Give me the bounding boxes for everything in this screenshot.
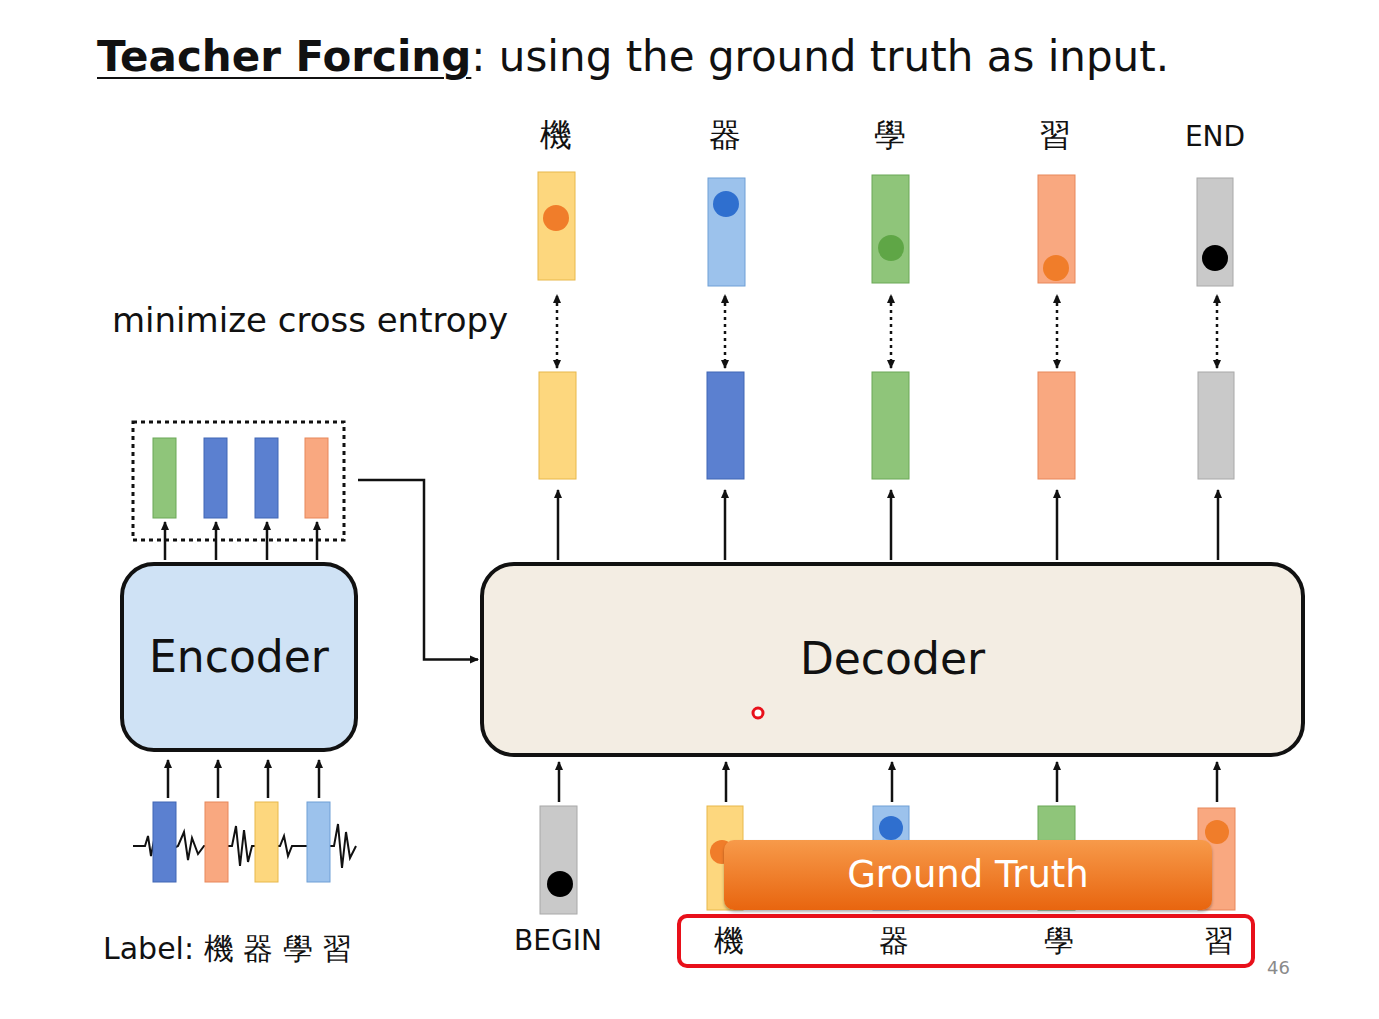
output-token: 機 xyxy=(540,118,572,153)
node-text: 機 xyxy=(714,924,744,957)
node-text: 器 xyxy=(879,924,909,957)
title: Teacher Forcing xyxy=(97,34,471,80)
decoder-outputs xyxy=(539,372,1234,479)
label-note: Label: 機 器 學 習 xyxy=(103,932,352,965)
encoder-output-arrows xyxy=(165,522,317,560)
loss-note: minimize cross entropy xyxy=(112,302,508,339)
title-rest: : using the ground truth as input. xyxy=(471,34,1169,80)
output-distributions xyxy=(538,172,1233,286)
decoder-input-arrows xyxy=(559,762,1217,802)
output-token: 習 xyxy=(1039,118,1071,153)
connector xyxy=(358,480,478,660)
output-token: 器 xyxy=(709,118,741,153)
cross-entropy-arrows xyxy=(557,296,1217,368)
node-text: Decoder xyxy=(800,635,985,683)
pointer-dot xyxy=(753,708,763,718)
page-number: 46 xyxy=(1267,958,1290,978)
node-text: Encoder xyxy=(149,633,329,681)
node-text: Ground Truth xyxy=(847,855,1089,896)
ground-truth-sequence: 機器學習 xyxy=(677,914,1255,968)
encoder-box: Encoder xyxy=(120,562,358,752)
ground-truth-band: Ground Truth xyxy=(724,840,1212,910)
output-token: 學 xyxy=(874,118,906,153)
encoder-outputs xyxy=(153,438,328,518)
node-text: 習 xyxy=(1204,924,1234,957)
decoder-output-arrows xyxy=(558,490,1218,560)
decoder-box: Decoder xyxy=(480,562,1305,757)
decoder-inputs xyxy=(540,806,1235,914)
encoder-input-arrows xyxy=(168,760,319,798)
encoder-inputs xyxy=(153,802,330,882)
begin-token: BEGIN xyxy=(514,926,602,957)
node-text: 學 xyxy=(1044,924,1074,957)
output-token: END xyxy=(1185,122,1245,153)
